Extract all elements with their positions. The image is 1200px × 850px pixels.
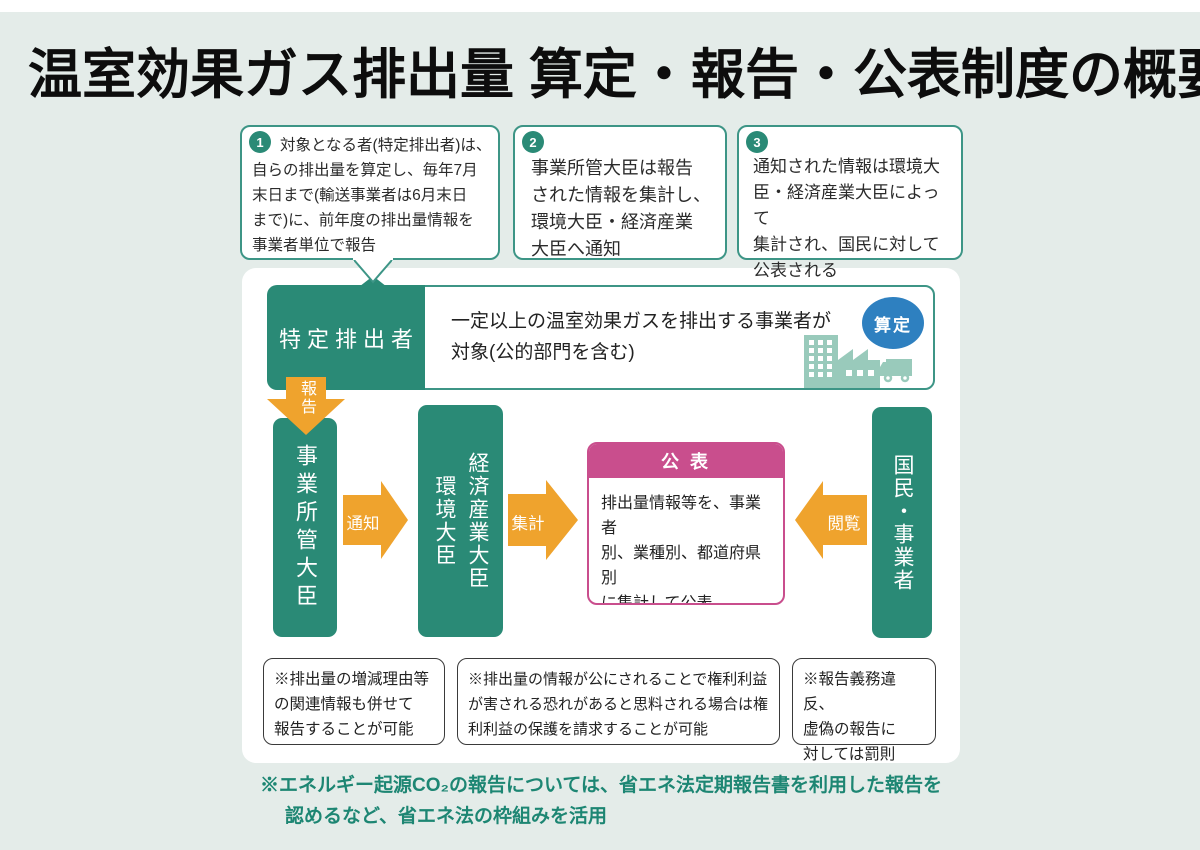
step-text-3: 通知された情報は環境大 臣・経済産業大臣によって 集計され、国民に対して 公表さ…: [753, 157, 940, 280]
step-number-badge-1: 1: [249, 131, 271, 153]
publication-box: 公 表 排出量情報等を、事業者 別、業種別、都道府県別 に集計して公表: [587, 442, 785, 605]
view-arrow-label: 閲覧: [827, 515, 861, 533]
top-white-strip: [0, 0, 1200, 12]
calc-badge: 算定: [862, 297, 924, 349]
notify-arrow-head: [381, 481, 408, 559]
notify-arrow-label: 通知: [346, 515, 380, 533]
truck-icon: [880, 359, 912, 383]
notify-arrow-shaft: [343, 495, 383, 545]
step-box-1: 1 対象となる者(特定排出者)は、 自らの排出量を算定し、毎年7月 末日まで(輸…: [240, 125, 500, 260]
aggregate-arrow: 集計: [508, 480, 580, 560]
footnote-line-2: 認めるなど、省エネ法の枠組みを活用: [285, 806, 608, 827]
speech-tail-gap: [353, 256, 393, 262]
public-column: 国民・事業者: [872, 407, 932, 638]
page-title: 温室効果ガス排出量 算定・報告・公表制度の概要: [28, 45, 1200, 105]
view-arrow-head: [795, 481, 823, 559]
meti-minister-label: 経済産業大臣: [466, 452, 489, 590]
report-arrow-label: 報告: [298, 380, 315, 416]
aggregate-arrow-head: [546, 480, 578, 560]
footnote-line-1: ※エネルギー起源CO₂の報告については、省エネ法定期報告書を利用した報告を: [260, 775, 942, 796]
step-number-badge-2: 2: [522, 131, 544, 153]
speech-tail-icon: [353, 260, 393, 284]
emitter-box: 特定排出者: [267, 285, 425, 390]
step-number-badge-3: 3: [746, 131, 768, 153]
env-minister-label: 環境大臣: [433, 475, 456, 567]
public-label: 国民・事業者: [891, 453, 914, 592]
step-box-3: 3 通知された情報は環境大 臣・経済産業大臣によって 集計され、国民に対して 公…: [737, 125, 963, 280]
line-minister-label: 事業所管大臣: [293, 443, 318, 612]
note-box-2: ※排出量の情報が公にされることで権利利益 が害される恐れがあると思料される場合は…: [457, 658, 780, 745]
view-arrow: 閲覧: [795, 481, 867, 559]
step-text-1: 対象となる者(特定排出者)は、 自らの排出量を算定し、毎年7月 末日まで(輸送事…: [252, 137, 492, 254]
aggregate-arrow-label: 集計: [511, 515, 545, 533]
factory-truck-icons: [804, 335, 912, 388]
note-box-3: ※報告義務違反、 虚偽の報告に 対しては罰則: [792, 658, 936, 763]
env-meti-column: 環境大臣 経済産業大臣: [418, 405, 503, 637]
note-box-1: ※排出量の増減理由等 の関連情報も併せて 報告することが可能: [263, 658, 445, 745]
line-minister-column: 事業所管大臣: [273, 418, 337, 637]
step-text-2: 事業所管大臣は報告 された情報を集計し、 環境大臣・経済産業 大臣へ通知: [531, 158, 711, 259]
emitter-desc-box: 一定以上の温室効果ガスを排出する事業者が 対象(公的部門を含む): [423, 285, 935, 390]
emitter-desc-text: 一定以上の温室効果ガスを排出する事業者が 対象(公的部門を含む): [451, 311, 832, 363]
report-arrow-head: [267, 399, 345, 435]
report-arrow-shaft: [286, 377, 326, 403]
report-arrow: 報告: [267, 377, 345, 435]
footnote: ※エネルギー起源CO₂の報告については、省エネ法定期報告書を利用した報告を 認め…: [260, 770, 942, 832]
step-box-2: 2 事業所管大臣は報告 された情報を集計し、 環境大臣・経済産業 大臣へ通知: [513, 125, 727, 260]
publication-body: 排出量情報等を、事業者 別、業種別、都道府県別 に集計して公表: [601, 495, 762, 605]
notify-arrow: 通知: [343, 481, 408, 559]
emitter-label: 特定排出者: [278, 326, 419, 352]
aggregate-arrow-shaft: [508, 494, 548, 546]
factory-icon: [804, 335, 880, 388]
view-arrow-shaft: [821, 495, 867, 545]
publication-header: 公 表: [589, 444, 783, 478]
